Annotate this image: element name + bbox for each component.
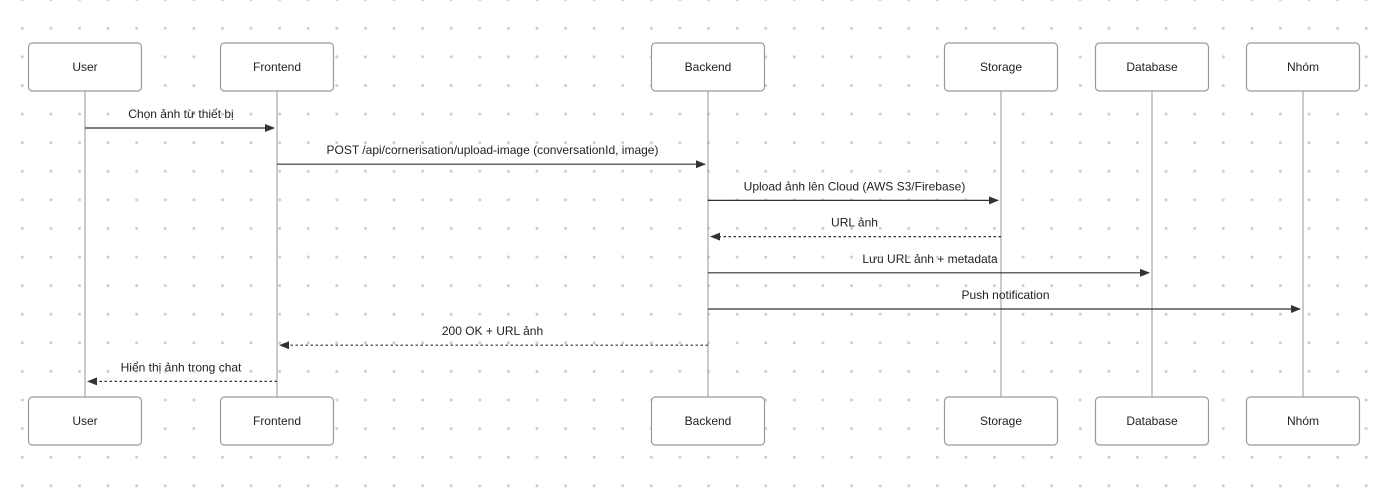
actor-label: Nhóm (1287, 60, 1319, 74)
actor-box-nhom-bottom[interactable]: Nhóm (1245, 396, 1361, 446)
actor-box-backend-top[interactable]: Backend (650, 42, 766, 92)
actor-box-frontend-top[interactable]: Frontend (219, 42, 335, 92)
actor-rect (650, 396, 766, 446)
message-label: Chọn ảnh từ thiết bị (128, 107, 233, 121)
actor-box-user-top[interactable]: User (27, 42, 143, 92)
message-3: Upload ảnh lên Cloud (AWS S3/Firebase) (708, 179, 999, 205)
actor-rect (1245, 396, 1361, 446)
actor-box-storage-bottom[interactable]: Storage (943, 396, 1059, 446)
message-label: 200 OK + URL ảnh (442, 324, 543, 338)
actor-label: Database (1126, 414, 1178, 428)
message-7: 200 OK + URL ảnh (279, 324, 708, 350)
actor-label: Backend (685, 414, 732, 428)
actor-label: Storage (980, 60, 1022, 74)
actor-label: Database (1126, 60, 1178, 74)
actor-box-database-bottom[interactable]: Database (1094, 396, 1210, 446)
message-2: POST /api/cornerisation/upload-image (co… (277, 143, 706, 169)
message-label: POST /api/cornerisation/upload-image (co… (327, 143, 659, 157)
actor-label: Frontend (253, 60, 301, 74)
actor-label: Backend (685, 60, 732, 74)
message-6: Push notification (708, 288, 1301, 313)
actor-box-storage-top[interactable]: Storage (943, 42, 1059, 92)
actor-rect (219, 42, 335, 92)
actor-box-frontend-bottom[interactable]: Frontend (219, 396, 335, 446)
message-label: Lưu URL ảnh + metadata (862, 252, 998, 266)
actor-label: Storage (980, 414, 1022, 428)
message-label: Upload ảnh lên Cloud (AWS S3/Firebase) (744, 179, 966, 193)
message-label: Push notification (961, 288, 1049, 302)
actor-label: User (72, 60, 97, 74)
actor-box-nhom-top[interactable]: Nhóm (1245, 42, 1361, 92)
actor-rect (219, 396, 335, 446)
actor-label: User (72, 414, 97, 428)
message-5: Lưu URL ảnh + metadata (708, 252, 1150, 277)
actor-rect (1094, 396, 1210, 446)
actor-rect (1094, 42, 1210, 92)
actor-label: Nhóm (1287, 414, 1319, 428)
actor-box-user-bottom[interactable]: User (27, 396, 143, 446)
actor-box-backend-bottom[interactable]: Backend (650, 396, 766, 446)
actor-rect (650, 42, 766, 92)
actor-box-database-top[interactable]: Database (1094, 42, 1210, 92)
actor-rect (27, 42, 143, 92)
message-label: URL ảnh (831, 216, 878, 230)
message-1: Chọn ảnh từ thiết bị (85, 107, 275, 132)
actor-rect (943, 396, 1059, 446)
message-label: Hiển thị ảnh trong chat (121, 360, 242, 374)
actor-rect (27, 396, 143, 446)
message-4: URL ảnh (710, 216, 1001, 241)
actor-rect (943, 42, 1059, 92)
actor-rect (1245, 42, 1361, 92)
actor-label: Frontend (253, 414, 301, 428)
message-8: Hiển thị ảnh trong chat (87, 360, 277, 386)
